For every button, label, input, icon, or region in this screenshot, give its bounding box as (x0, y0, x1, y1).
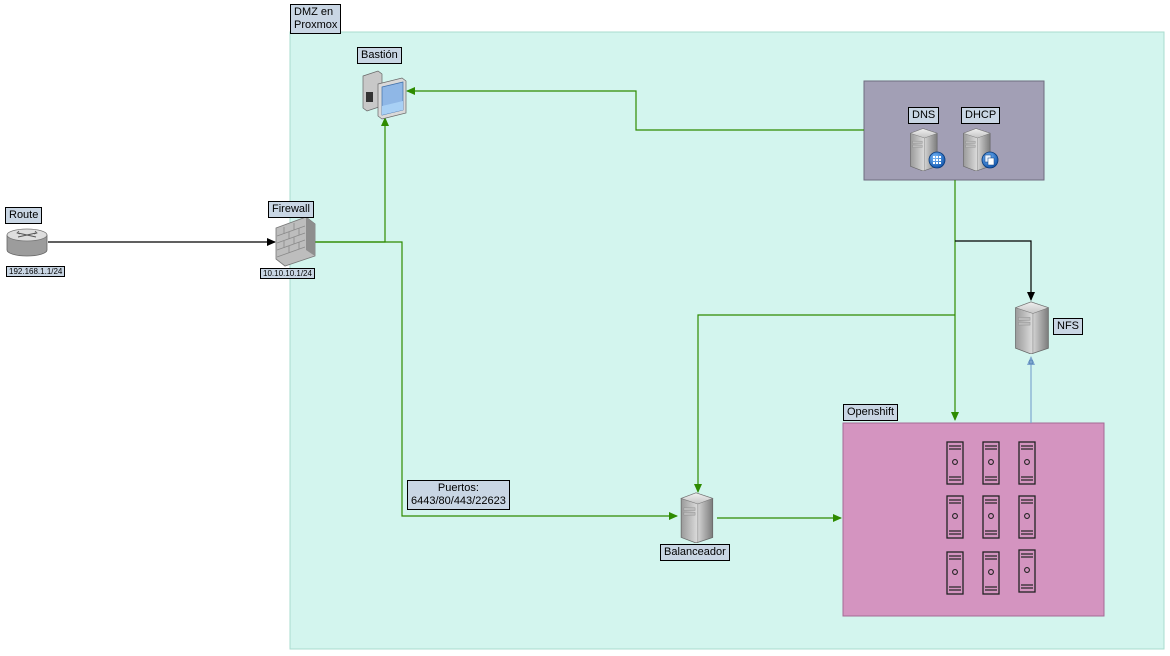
openshift-label: Openshift (843, 404, 899, 421)
services-container (863, 80, 1045, 181)
bastion-workstation-icon (362, 70, 407, 120)
firewall-ip-label: 10.10.10.1/24 (260, 268, 315, 279)
router-icon (6, 228, 48, 257)
dhcp-server-icon (963, 128, 999, 171)
openshift-node-icon (1018, 495, 1036, 539)
openshift-node-icon (946, 495, 964, 539)
openshift-node-icon (982, 441, 1000, 485)
openshift-node-icon (982, 495, 1000, 539)
balancer-server-icon (680, 492, 714, 543)
openshift-node-icon (946, 551, 964, 595)
link-firewall-balancer (315, 241, 678, 520)
dns-label: DNS (908, 107, 940, 124)
link-services-nfs (955, 240, 1035, 301)
dns-server-icon (910, 128, 946, 171)
link-services-balancer (694, 314, 955, 493)
firewall-label: Firewall (268, 201, 314, 218)
nfs-server-icon (1015, 301, 1049, 365)
bastion-label: Bastión (357, 47, 402, 64)
ports-label: Puertos: 6443/80/443/22623 (407, 480, 510, 510)
nfs-label: NFS (1053, 318, 1083, 335)
openshift-node-icon (1018, 549, 1036, 593)
openshift-node-icon (1018, 441, 1036, 485)
route-ip-label: 192.168.1.1/24 (6, 266, 66, 277)
openshift-cluster (842, 422, 1105, 617)
balancer-label: Balanceador (660, 544, 730, 561)
dmz-label: DMZ en Proxmox (290, 4, 342, 34)
link-services-bastion (406, 87, 864, 131)
openshift-node-icon (982, 551, 1000, 595)
openshift-node-icon (946, 441, 964, 485)
openshift-nodes (946, 441, 1036, 595)
route-label: Route (5, 207, 43, 224)
dhcp-label: DHCP (961, 107, 1001, 124)
